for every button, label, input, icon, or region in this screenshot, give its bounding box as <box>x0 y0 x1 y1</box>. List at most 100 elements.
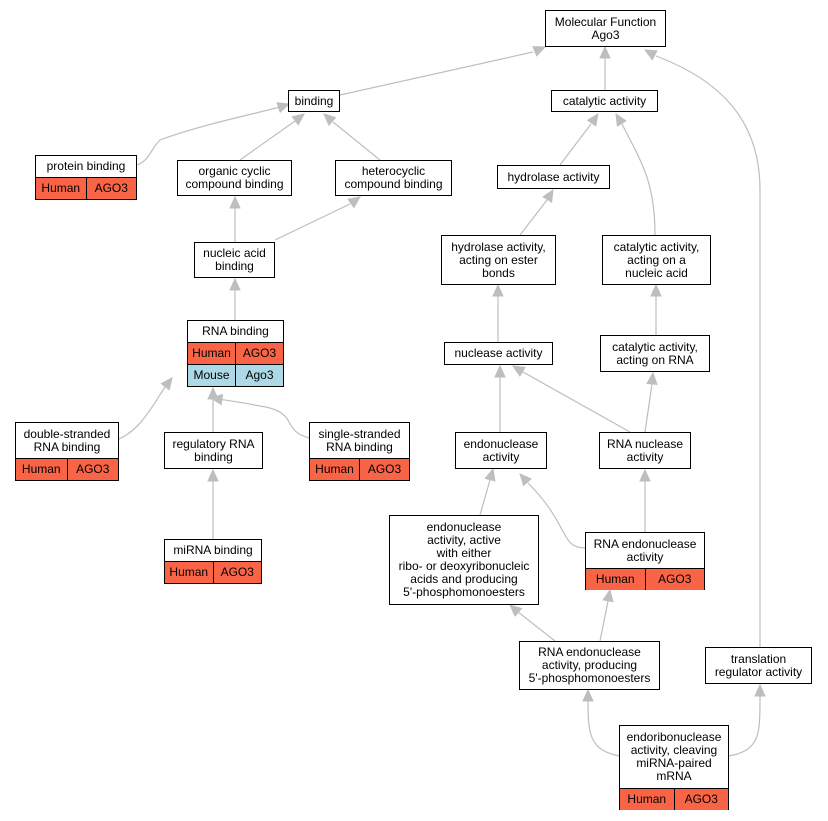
edge-hetero-to-binding <box>332 121 381 161</box>
node-label: RNA endonuclease activity, producing 5'-… <box>528 645 651 685</box>
node-label: organic cyclic compound binding <box>185 164 284 191</box>
node-translation-regulator-activity[interactable]: translation regulator activity <box>705 647 812 684</box>
arrowhead <box>511 365 526 377</box>
arrowhead <box>754 683 766 697</box>
gene-label: AGO3 <box>66 459 119 480</box>
node-label: heterocyclic compound binding <box>344 164 443 191</box>
node-rna-nuclease-activity[interactable]: RNA nuclease activity <box>599 432 691 469</box>
node-label: catalytic activity <box>562 93 647 108</box>
arrowhead <box>276 102 291 114</box>
gene-label: AGO3 <box>673 789 729 810</box>
node-label: catalytic activity, acting on a nucleic … <box>613 239 700 280</box>
arrowhead <box>586 113 599 127</box>
edge-organic-to-binding <box>239 120 296 161</box>
node-binding[interactable]: binding <box>288 90 340 112</box>
human-annotation-row: Human AGO3 <box>188 342 283 364</box>
node-label: endoribonuclease activity, cleaving miRN… <box>626 730 722 783</box>
node-endoribonuclease-activity[interactable]: endoribonuclease activity, cleaving miRN… <box>619 725 729 810</box>
human-annotation-row: Human AGO3 <box>586 568 704 590</box>
node-catalytic-activity-nucleic-acid[interactable]: catalytic activity, acting on a nucleic … <box>602 235 711 285</box>
node-label: nuclease activity <box>454 346 543 360</box>
node-regulatory-rna-binding[interactable]: regulatory RNA binding <box>164 432 263 469</box>
edge-ss-to-rna <box>217 398 310 439</box>
human-annotation-row: Human AGO3 <box>16 458 118 480</box>
node-label: endonuclease activity, active with eithe… <box>398 520 530 599</box>
node-hydrolase-activity[interactable]: hydrolase activity <box>497 165 610 189</box>
human-annotation-row: Human AGO3 <box>36 177 136 199</box>
node-single-stranded-rna-binding[interactable]: single-stranded RNA binding Human AGO3 <box>309 422 410 481</box>
arrowhead <box>532 46 547 57</box>
arrowhead <box>650 283 662 297</box>
edge-ds-to-rna <box>116 386 166 441</box>
gene-label: AGO3 <box>212 562 262 583</box>
node-nuclease-activity[interactable]: nuclease activity <box>444 342 553 365</box>
node-protein-binding[interactable]: protein binding Human AGO3 <box>35 155 137 200</box>
arrowhead <box>643 49 658 61</box>
human-annotation-row: Human AGO3 <box>165 561 261 583</box>
node-label: regulatory RNA binding <box>172 436 255 464</box>
node-molecular-function[interactable]: Molecular Function Ago3 <box>545 10 666 47</box>
species-label: Mouse <box>193 368 230 382</box>
arrowhead <box>229 277 241 291</box>
arrowhead <box>291 113 305 126</box>
gene-label: AGO3 <box>359 459 409 480</box>
gene-label: Ago3 <box>235 365 283 386</box>
node-mirna-binding[interactable]: miRNA binding Human AGO3 <box>164 539 262 584</box>
human-annotation-row: Human AGO3 <box>620 788 728 810</box>
node-label: endonuclease activity <box>463 436 539 464</box>
human-annotation-row: Human AGO3 <box>310 458 409 480</box>
node-label: catalytic activity, acting on RNA <box>612 339 698 367</box>
edge-rnaendop-to-endoact <box>517 611 556 642</box>
arrowhead <box>509 604 523 617</box>
edge-rnaendo-to-endo <box>527 482 586 549</box>
node-label: RNA endonuclease activity <box>593 536 697 564</box>
edge-rnanuc-to-nuclease <box>522 371 631 433</box>
node-label: RNA nuclease activity <box>606 436 684 464</box>
node-label: RNA binding <box>202 324 269 338</box>
node-catalytic-activity[interactable]: catalytic activity <box>551 90 658 112</box>
node-nucleic-acid-binding[interactable]: nucleic acid binding <box>194 242 275 278</box>
arrowhead <box>347 196 361 209</box>
edge-hydester-to-hydrolase <box>519 199 548 236</box>
gene-label: AGO3 <box>235 343 283 364</box>
species-label: Human <box>627 792 667 806</box>
edge-endoribo-to-transl <box>728 695 761 757</box>
arrowhead <box>207 468 219 482</box>
arrowhead <box>494 364 506 378</box>
arrowhead <box>519 473 532 487</box>
arrowhead <box>323 113 337 126</box>
node-endonuclease-activity-active[interactable]: endonuclease activity, active with eithe… <box>389 515 539 605</box>
node-label: hydrolase activity, acting on ester bond… <box>451 239 546 280</box>
node-label: miRNA binding <box>173 543 253 557</box>
arrowhead <box>484 467 496 482</box>
node-catalytic-activity-rna[interactable]: catalytic activity, acting on RNA <box>600 335 710 372</box>
edge-catnuc-to-catalytic <box>621 123 656 236</box>
node-rna-binding[interactable]: RNA binding Human AGO3 Mouse Ago3 <box>187 320 284 387</box>
edge-rnaendop-to-rnaendo <box>599 600 609 642</box>
node-rna-endonuclease-activity[interactable]: RNA endonuclease activity Human AGO3 <box>585 532 705 590</box>
node-endonuclease-activity[interactable]: endonuclease activity <box>455 432 547 469</box>
node-heterocyclic-compound-binding[interactable]: heterocyclic compound binding <box>335 160 452 196</box>
arrowhead <box>209 393 224 406</box>
edge-protein-to-binding <box>136 106 281 166</box>
edge-transl-to-mf <box>655 55 761 647</box>
edge-binding-to-mf <box>339 51 534 96</box>
arrowhead <box>542 188 554 203</box>
arrowhead <box>160 377 173 391</box>
arrowhead <box>599 45 611 59</box>
edge-rnanuc-to-catrna <box>644 383 653 433</box>
node-double-stranded-rna-binding[interactable]: double-stranded RNA binding Human AGO3 <box>15 422 119 481</box>
arrowhead <box>229 195 241 209</box>
gene-label: AGO3 <box>644 569 705 590</box>
node-label: single-stranded RNA binding <box>318 426 401 454</box>
node-rna-endonuclease-producing[interactable]: RNA endonuclease activity, producing 5'-… <box>519 641 660 690</box>
edge-nucleic-to-hetero <box>274 203 351 241</box>
node-organic-cyclic-compound-binding[interactable]: organic cyclic compound binding <box>177 160 292 196</box>
gene-label: AGO3 <box>85 178 137 199</box>
mouse-annotation-row: Mouse Ago3 <box>188 364 283 386</box>
species-label: Human <box>169 565 209 579</box>
node-label: protein binding <box>46 159 126 173</box>
node-label: hydrolase activity <box>507 169 600 184</box>
node-hydrolase-activity-ester-bonds[interactable]: hydrolase activity, acting on ester bond… <box>441 235 556 285</box>
